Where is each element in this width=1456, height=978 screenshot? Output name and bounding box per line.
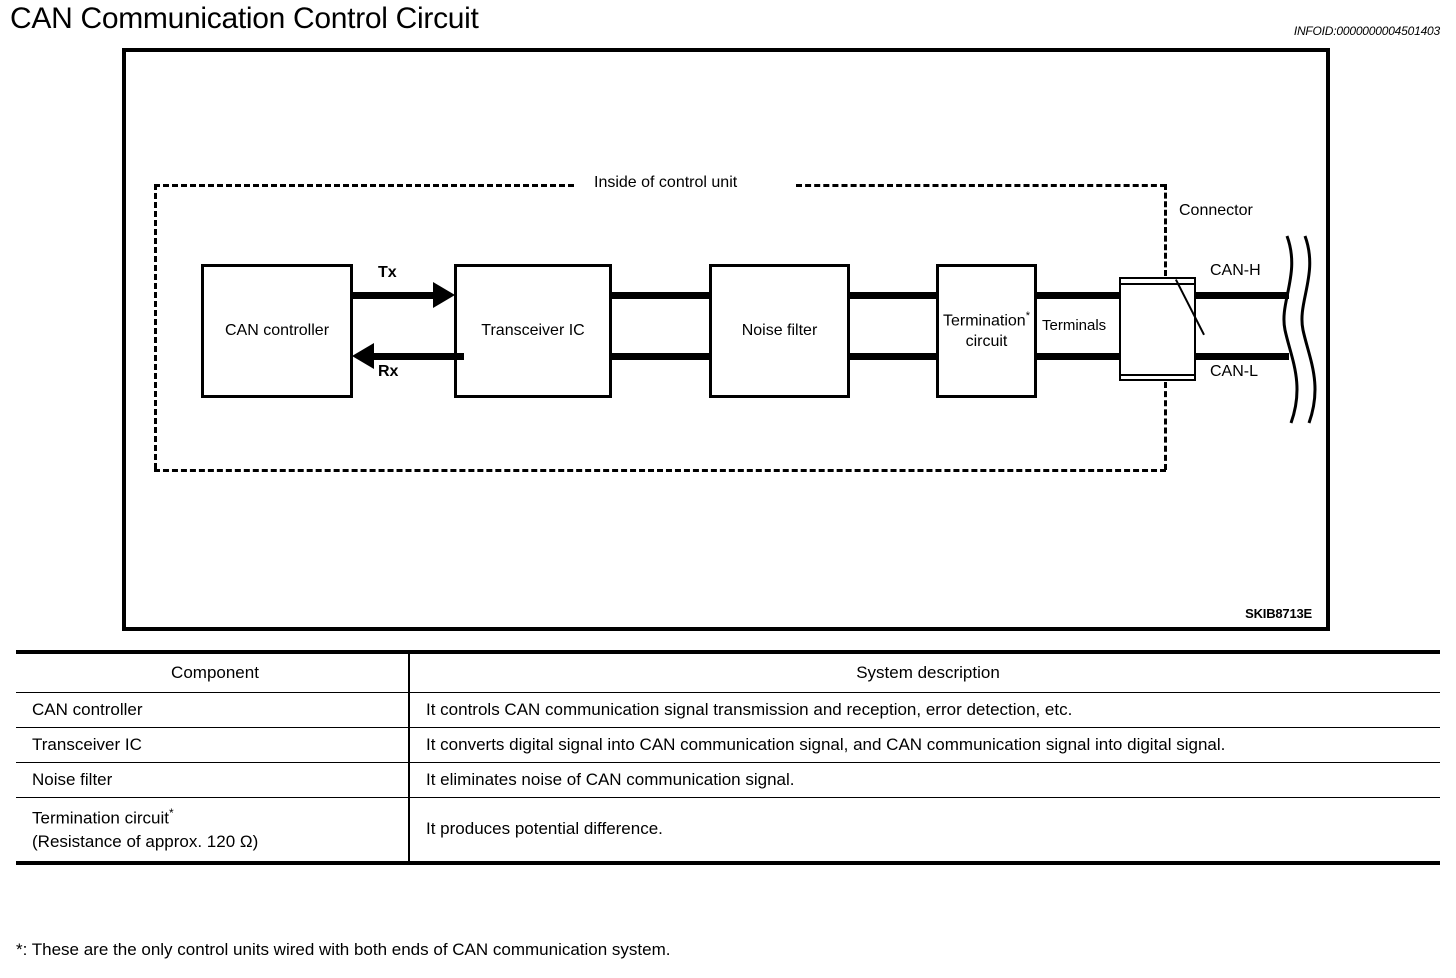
- terminals-label: Terminals: [1042, 317, 1107, 334]
- table-cell-component-line2: (Resistance of approx. 120 Ω): [32, 831, 259, 851]
- table-cell-description: It produces potential difference.: [409, 796, 1440, 865]
- dashed-boundary-top-left: [154, 184, 574, 187]
- bus-wire-high-transceiver-noisefilter: [610, 292, 711, 299]
- page-title: CAN Communication Control Circuit: [10, 2, 479, 35]
- bus-wire-high-noisefilter-termination: [848, 292, 938, 299]
- rx-label: Rx: [378, 363, 399, 380]
- block-can-controller: CAN controller: [201, 264, 353, 398]
- connector-box: [1119, 277, 1196, 381]
- inside-of-control-unit-label: Inside of control unit: [594, 174, 738, 191]
- table-header-row: Component System description: [16, 650, 1440, 693]
- table-cell-component-line1: Termination circuit: [32, 808, 169, 828]
- can-h-label: CAN-H: [1210, 262, 1261, 279]
- connector-bottom-inner-line: [1121, 374, 1194, 376]
- can-l-label: CAN-L: [1210, 363, 1259, 380]
- connector-label: Connector: [1179, 202, 1253, 219]
- tx-label: Tx: [378, 264, 397, 281]
- block-noise-filter: Noise filter: [709, 264, 850, 398]
- tx-arrow-shaft: [351, 292, 437, 299]
- table-cell-component: Noise filter: [16, 762, 410, 798]
- block-transceiver-ic: Transceiver IC: [454, 264, 612, 398]
- table-row: CAN controller It controls CAN communica…: [16, 692, 1440, 728]
- table-cell-description: It eliminates noise of CAN communication…: [409, 762, 1440, 798]
- table-cell-component-star: *: [169, 806, 174, 820]
- block-termination-circuit-star: *: [1025, 310, 1030, 323]
- table-cell-description: It controls CAN communication signal tra…: [409, 692, 1440, 728]
- bus-wire-can-l: [1194, 353, 1289, 360]
- dashed-boundary-bottom: [154, 469, 1166, 472]
- block-termination-circuit-line2: circuit: [965, 332, 1008, 350]
- table-cell-description: It converts digital signal into CAN comm…: [409, 727, 1440, 763]
- table-header-component: Component: [16, 650, 410, 693]
- table-header-description: System description: [409, 650, 1440, 693]
- rx-arrow-shaft: [374, 353, 464, 360]
- table-row: Termination circuit* (Resistance of appr…: [16, 796, 1440, 865]
- table-cell-component: CAN controller: [16, 692, 410, 728]
- table-cell-component: Transceiver IC: [16, 727, 410, 763]
- block-termination-circuit: Termination* circuit: [936, 264, 1037, 398]
- block-transceiver-ic-label: Transceiver IC: [481, 322, 585, 339]
- dashed-boundary-left: [154, 184, 157, 469]
- tx-arrow-head: [433, 282, 455, 308]
- rx-arrow-head: [352, 343, 374, 369]
- component-description-table: Component System description CAN control…: [16, 650, 1440, 865]
- block-can-controller-label: CAN controller: [224, 322, 330, 339]
- figure-code-label: SKIB8713E: [1245, 606, 1312, 621]
- table-row: Transceiver IC It converts digital signa…: [16, 727, 1440, 763]
- dashed-boundary-right-lower: [1164, 382, 1167, 470]
- dashed-boundary-top-right: [796, 184, 1166, 187]
- bus-wire-low-transceiver-noisefilter: [610, 353, 711, 360]
- block-noise-filter-label: Noise filter: [741, 322, 818, 339]
- bus-wire-can-h: [1194, 292, 1289, 299]
- figure-frame: Inside of control unit CAN controller Tr…: [122, 48, 1330, 631]
- dashed-boundary-right-upper: [1164, 184, 1167, 276]
- bus-wire-high-termination-connector: [1035, 292, 1123, 299]
- connector-top-inner-line: [1121, 283, 1194, 285]
- bus-wire-low-termination-connector: [1035, 353, 1123, 360]
- table-cell-component: Termination circuit* (Resistance of appr…: [16, 796, 410, 865]
- table-row: Noise filter It eliminates noise of CAN …: [16, 762, 1440, 798]
- infoid-label: INFOID:0000000004501403: [1293, 24, 1440, 38]
- footnote-text: *: These are the only control units wire…: [16, 940, 671, 959]
- bus-wire-low-noisefilter-termination: [848, 353, 938, 360]
- wire-break-symbol: [1282, 235, 1317, 424]
- block-termination-circuit-line1: Termination: [943, 312, 1026, 330]
